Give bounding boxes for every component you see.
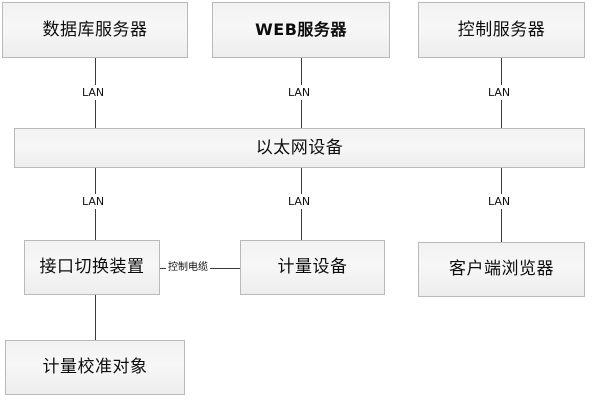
- node-ethernet-device[interactable]: 以太网设备: [14, 128, 585, 168]
- node-calibration-object[interactable]: 计量校准对象: [5, 340, 185, 395]
- edge-label-ethernet-to-metering: LAN: [285, 194, 314, 209]
- node-metering-device-label: 计量设备: [277, 257, 348, 278]
- node-metering-device[interactable]: 计量设备: [240, 240, 385, 295]
- node-web-server[interactable]: WEB服务器: [212, 2, 390, 58]
- node-client-browser[interactable]: 客户端浏览器: [418, 242, 585, 297]
- connector-interface-to-calibration: [95, 295, 96, 340]
- node-control-server-label: 控制服务器: [457, 19, 546, 40]
- edge-label-web-to-ethernet: LAN: [285, 85, 314, 100]
- node-interface-switch[interactable]: 接口切换装置: [24, 240, 160, 295]
- edge-label-db-to-ethernet: LAN: [79, 85, 108, 100]
- node-ethernet-device-label: 以太网设备: [255, 137, 344, 158]
- node-client-browser-label: 客户端浏览器: [449, 259, 554, 280]
- edge-label-ethernet-to-interface: LAN: [79, 194, 108, 209]
- edge-label-ethernet-to-client: LAN: [485, 194, 514, 209]
- edge-label-control-to-ethernet: LAN: [485, 85, 514, 100]
- node-calibration-object-label: 计量校准对象: [42, 357, 148, 378]
- node-database-server-label: 数据库服务器: [42, 19, 148, 40]
- edge-label-control-cable: 控制电缆: [166, 262, 210, 274]
- node-web-server-label: WEB服务器: [255, 20, 347, 40]
- node-control-server[interactable]: 控制服务器: [418, 2, 585, 58]
- node-interface-switch-label: 接口切换装置: [39, 257, 145, 278]
- node-database-server[interactable]: 数据库服务器: [2, 2, 188, 58]
